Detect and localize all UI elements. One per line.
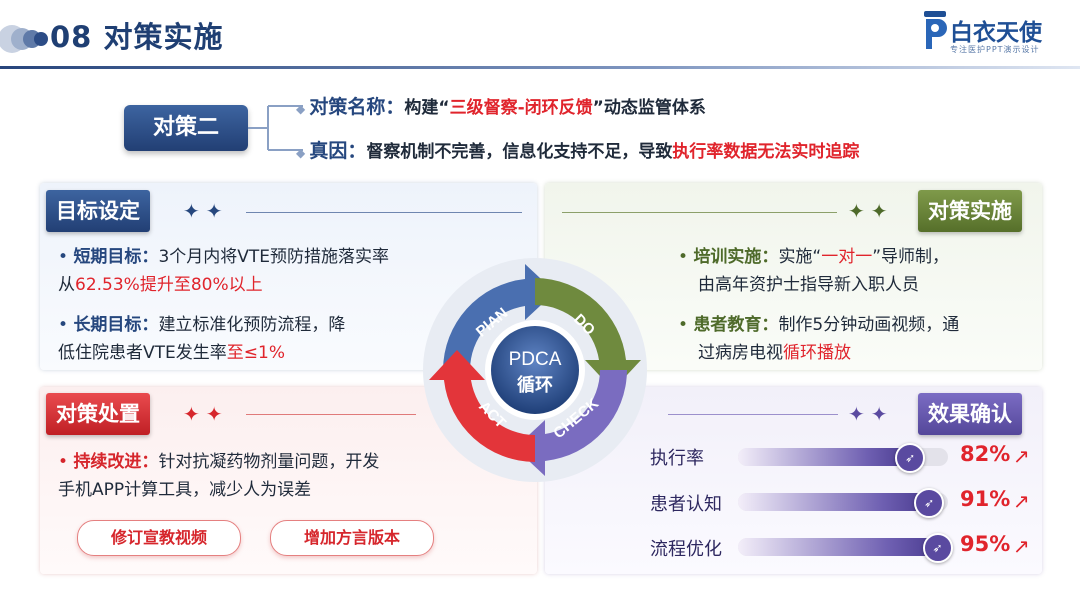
effect-fill-1 [738,493,930,511]
sphere-decor-icon [0,25,48,53]
goals-divider [246,212,522,213]
disposal-tag: 对策处置 [46,393,150,435]
implementation-edu-highlight: 循环播放 [783,343,851,363]
rocket-icon: ➶ [922,533,953,563]
effect-label-0: 执行率 [650,448,704,469]
disposal-label: 持续改进： [73,452,159,472]
implementation-train-line2: 由高年资护士指导新入职人员 [698,275,919,295]
goals-tag: 目标设定 [46,190,150,232]
goals-short: • 短期目标：3个月内将VTE预防措施落实率 从62.53%提升至80%以上 [58,247,390,295]
logo [918,9,950,57]
strategy-cause-highlight: 执行率数据无法实时追踪 [672,142,860,162]
strategy-label: 对策二 [124,105,248,151]
goals-short-text: 3个月内将VTE预防措施落实率 [158,247,390,267]
effect-bar-2 [738,538,948,556]
logo-name: 白衣天使 [950,20,1042,46]
pdca-act-arc [429,350,535,462]
pdca-check-arc [515,370,627,476]
pdca-center-bottom: 循环 [517,374,553,396]
strategy-name-key: 对策名称： [309,96,405,118]
strategy-name-prefix: 构建“ [404,98,450,118]
effect-divider [668,414,838,415]
effect-tag: 效果确认 [918,393,1022,435]
rocket-icon: ➶ [895,443,926,473]
pdca-center-top: PDCA [509,349,562,370]
goals-short-highlight: 62.53%提升至80%以上 [75,275,263,295]
effect-fill-0 [738,448,911,466]
implementation-train-text: 实施“ [778,247,822,267]
trend-up-icon: ↗ [1013,444,1030,468]
pdca-cycle: PDCA 循环 PlAN DO CHECK ACT [423,258,647,482]
strategy-cause-key: 真因： [309,140,367,162]
goals-long-text2: 低住院患者VTE发生率 [58,343,227,363]
disposal-divider [246,414,416,415]
implementation-edu: • 患者教育：制作5分钟动画视频，通 过病房电视循环播放 [678,315,960,363]
effect-fill-2 [738,538,938,556]
trend-up-icon: ↗ [1013,489,1030,513]
implementation-edu-label: 患者教育： [693,315,779,335]
strategy-cause-text: 督察机制不完善，信息化支持不足，导致 [366,142,673,162]
effect-bar-1 [738,493,948,511]
goals-short-from: 从 [58,275,75,295]
implementation-train: • 培训实施：实施“一对一”导师制， 由高年资护士指导新入职人员 [678,247,950,295]
effect-label-1: 患者认知 [650,494,722,515]
effect-value-1: 91% [960,487,1011,511]
implementation-edu-line2: 过病房电视 [698,343,783,363]
goals-sparkle-icon: ✦✦ [183,199,229,223]
disposal-line1: 针对抗凝药物剂量问题，开发 [158,452,380,472]
pdca-center [491,326,579,414]
bracket-connector [248,105,303,151]
implementation-edu-text: 制作5分钟动画视频，通 [778,315,960,335]
logo-subtitle: 专注医护PPT演示设计 [950,45,1040,54]
implementation-sparkle-icon: ✦✦ [848,199,894,223]
strategy-name-highlight: 三级督察-闭环反馈 [449,98,593,118]
pdca-do-arc [535,278,641,390]
effect-value-2: 95% [960,532,1011,556]
strategy-cause-row: ◆ 真因：督察机制不完善，信息化支持不足，导致执行率数据无法实时追踪 [296,140,860,162]
add-dialect-button[interactable]: 增加方言版本 [270,520,434,556]
page-title: 08 对策实施 [50,20,224,54]
disposal-text: • 持续改进：针对抗凝药物剂量问题，开发 手机APP计算工具，减少人为误差 [58,452,380,500]
pdca-plan-arc [443,264,555,370]
implementation-divider [562,212,837,213]
implementation-train-highlight: 一对一 [821,247,873,267]
goals-long-label: 长期目标： [73,315,159,335]
strategy-name-suffix: ”动态监管体系 [592,98,706,118]
goals-long-text: 建立标准化预防流程，降 [158,315,346,335]
goals-long-highlight: 至≤1% [226,343,285,363]
effect-label-2: 流程优化 [650,539,722,560]
effect-value-0: 82% [960,442,1011,466]
rocket-icon: ➶ [914,488,945,518]
disposal-sparkle-icon: ✦✦ [183,402,229,426]
header-divider [0,66,1080,69]
goals-long: • 长期目标：建立标准化预防流程，降 低住院患者VTE发生率至≤1% [58,315,346,363]
strategy-name-row: ◆ 对策名称：构建“三级督察-闭环反馈”动态监管体系 [296,96,706,118]
implementation-tag: 对策实施 [918,190,1022,232]
disposal-line2: 手机APP计算工具，减少人为误差 [58,480,312,500]
implementation-train-label: 培训实施： [693,247,779,267]
logo-p-icon [924,11,947,49]
trend-up-icon: ↗ [1013,534,1030,558]
goals-short-label: 短期目标： [73,247,159,267]
implementation-train-text2: ”导师制， [872,247,950,267]
header-decor [0,22,48,60]
effect-sparkle-icon: ✦✦ [848,402,894,426]
revise-video-button[interactable]: 修订宣教视频 [77,520,241,556]
